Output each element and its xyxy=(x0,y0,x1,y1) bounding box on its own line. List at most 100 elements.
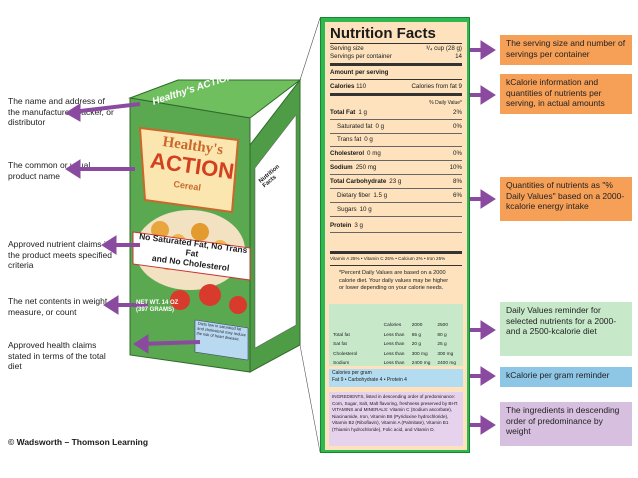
box-net-wt: NET WT. 14 OZ (397 GRAMS) xyxy=(136,300,179,313)
dv-table-header: Calories 2000 2500 xyxy=(332,322,460,330)
dv-header: % Daily Value* xyxy=(429,100,462,106)
nutrient-name: Trans fat xyxy=(337,136,362,143)
divider xyxy=(330,43,462,44)
callout-serving: The serving size and number of servings … xyxy=(500,35,632,65)
arrow-head xyxy=(103,295,119,315)
callout-dv-reminder-text: Daily Values reminder for selected nutri… xyxy=(506,305,617,336)
nutrient-dv: 6% xyxy=(453,192,462,199)
callout-dv-reminder: Daily Values reminder for selected nutri… xyxy=(500,302,632,356)
nutrient-amount: 250 mg xyxy=(355,164,377,171)
divider xyxy=(330,232,462,233)
divider xyxy=(330,119,462,120)
dv-table-cell: Total fat xyxy=(333,332,350,338)
divider xyxy=(330,133,462,134)
dv-table-cell: Less than xyxy=(383,342,405,347)
nutrient-name: Cholesterol xyxy=(330,150,365,157)
label-net-contents: The net contents in weight, measure, or … xyxy=(8,296,110,317)
nutrient-amount: 1 g xyxy=(358,109,367,116)
dv-column-header: Calories xyxy=(383,323,402,328)
dv-table-cell: Less than xyxy=(383,361,405,366)
callout-kcalorie-text: kCalorie information and quantities of n… xyxy=(506,77,605,108)
nutrition-panel-inner: Nutrition Facts Serving size ³/₄ cup (28… xyxy=(325,22,467,450)
arrow-head xyxy=(480,320,496,340)
dv-table-cell: 2400 mg xyxy=(411,361,431,366)
arrow-head xyxy=(480,40,496,60)
nutrient-name: Protein xyxy=(330,222,352,229)
nutrient-amount: 0 mg xyxy=(367,150,381,157)
divider xyxy=(330,79,462,80)
nutrient-dv: 2% xyxy=(453,109,462,116)
arrow-head xyxy=(480,415,496,435)
nutrient-amount: 23 g xyxy=(389,178,402,185)
arrow-head xyxy=(65,159,81,179)
nutrient-name: Dietary fiber xyxy=(337,192,371,199)
callout-daily-values-text: Quantities of nutrients as "% Daily Valu… xyxy=(506,180,625,211)
nutrition-title: Nutrition Facts xyxy=(330,25,436,42)
calories-label: Calories xyxy=(330,83,355,90)
footnote: *Percent Daily Values are based on a 200… xyxy=(339,270,449,292)
dv-table-cell: Less than xyxy=(383,351,405,357)
nutrient-amount: 3 g xyxy=(354,222,363,229)
callout-kcal-gram-text: kCalorie per gram reminder xyxy=(506,370,610,380)
label-manufacturer: The name and address of the manufacturer… xyxy=(8,96,114,127)
arrow-head xyxy=(480,366,496,386)
servings-row: Servings per container 14 xyxy=(330,53,462,61)
serving-size-label: Serving size xyxy=(330,45,364,52)
cereal-flake xyxy=(151,221,169,239)
arrow-head xyxy=(65,103,81,122)
dv-column-header xyxy=(332,322,381,330)
nutrient-amount: 10 g xyxy=(359,206,372,213)
calories-per-gram-title: Calories per gram xyxy=(332,370,372,376)
strawberry xyxy=(199,284,221,306)
servings-value: 14 xyxy=(455,53,462,60)
calories-value: 110 xyxy=(356,83,367,90)
label-product-name: The common or usual product name xyxy=(8,160,91,181)
strawberry xyxy=(229,296,247,314)
serving-size-row: Serving size ³/₄ cup (28 g) xyxy=(330,45,462,53)
dv-table-cell: 80 g xyxy=(437,332,447,338)
nutrient-dv: 8% xyxy=(453,178,462,185)
dv-table-cell: 300 mg xyxy=(437,351,454,357)
nutrient-name: Total Carbohydrate xyxy=(330,178,387,185)
copyright-text: © Wadsworth – Thomson Learning xyxy=(8,437,149,447)
dv-column-header: 2500 xyxy=(437,323,448,328)
dv-table-cell: 2400 mg xyxy=(437,361,456,366)
nutrition-facts-panel: Nutrition Facts Serving size ³/₄ cup (28… xyxy=(320,17,470,453)
calories-per-gram-box: Calories per gram Fat 9 • Carbohydrate 4… xyxy=(329,369,463,387)
ingredients-box: INGREDIENTS, listed in descending order … xyxy=(329,392,463,446)
nutrient-name: Sodium xyxy=(330,164,353,171)
connector-line xyxy=(299,344,321,453)
divider xyxy=(330,146,462,147)
cereal-flake xyxy=(191,223,209,241)
nutrient-amount: 1.5 g xyxy=(373,192,388,199)
nutrient-name: Saturated fat xyxy=(337,123,373,130)
dv-reminder-box xyxy=(329,304,463,366)
vitamins-row: Vitamin A 25% • Vitamin C 25% • Calcium … xyxy=(330,256,446,261)
dv-table-cell: Less than xyxy=(383,332,405,338)
divider xyxy=(330,265,462,266)
label-health-claims: Approved health claims stated in terms o… xyxy=(8,340,106,371)
dv-table-cell: 25 g xyxy=(437,342,447,347)
nutrient-dv: 0% xyxy=(453,123,462,130)
callout-ingredients: The ingredients in descending order of p… xyxy=(500,402,632,446)
dv-table-cell: Sodium xyxy=(333,361,350,366)
arrow-head xyxy=(480,85,496,105)
divider xyxy=(330,202,462,203)
dv-column-header: 2000 xyxy=(411,323,423,328)
arrow-head xyxy=(101,235,117,255)
calories-fat: Calories from fat 9 xyxy=(411,83,462,90)
brand-badge xyxy=(138,126,240,214)
arrow-head xyxy=(480,189,496,209)
strawberry xyxy=(170,290,190,310)
box-side-label xyxy=(254,114,297,349)
dv-table-cell: Cholesterol xyxy=(333,351,358,357)
servings-label: Servings per container xyxy=(330,53,392,60)
label-nutrient-claims: Approved nutrient claims if the product … xyxy=(8,239,112,270)
